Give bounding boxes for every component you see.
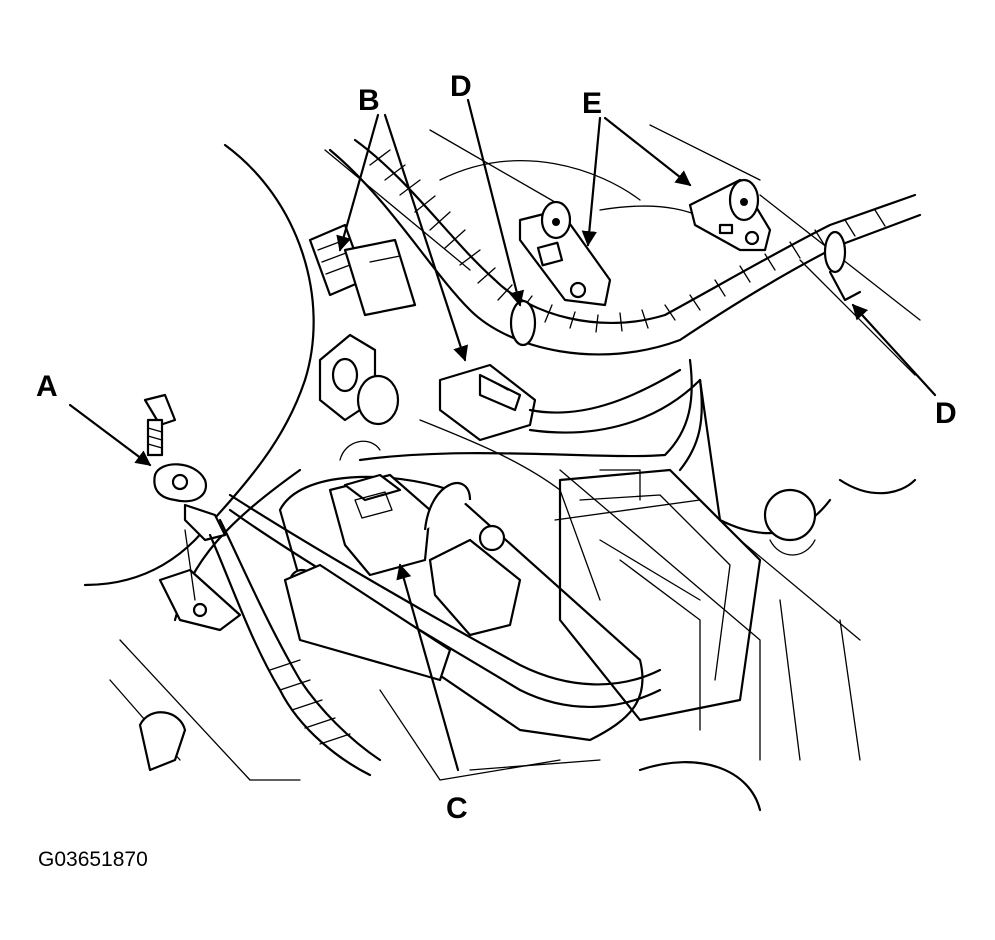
ground-terminal-a	[138, 393, 382, 777]
callout-label-e: E	[582, 87, 602, 120]
callout-arrows	[68, 98, 937, 772]
bracket-e-right	[688, 178, 772, 252]
callout-label-a: A	[36, 370, 58, 403]
callout-label-c: C	[446, 792, 468, 825]
bracket-e-left	[518, 200, 612, 307]
engine-background-outlines	[83, 124, 921, 812]
callout-label-d-right: D	[935, 397, 957, 430]
sensor-body-c	[228, 440, 662, 742]
arrow-d-right	[851, 303, 937, 397]
figure-id: G03651870	[38, 848, 148, 871]
mounting-bracket-left	[318, 333, 400, 426]
harness-clip-right	[823, 230, 847, 274]
connector-b	[358, 358, 703, 472]
connector-upper-left	[308, 223, 417, 317]
cap-bolt-right	[763, 488, 817, 542]
arrow-c	[396, 563, 460, 772]
callout-label-b: B	[358, 84, 380, 117]
arrow-e-2	[603, 116, 692, 187]
arrow-b-2	[383, 113, 469, 362]
arrow-e-1	[581, 116, 602, 247]
harness-clip-left	[509, 299, 537, 347]
wiring-harness-corrugated	[328, 138, 922, 356]
arrow-a	[68, 403, 152, 467]
arrow-b-1	[336, 113, 380, 252]
component-housing	[558, 468, 817, 722]
arrow-d-top	[466, 98, 525, 307]
callout-label-d-top: D	[450, 70, 472, 103]
